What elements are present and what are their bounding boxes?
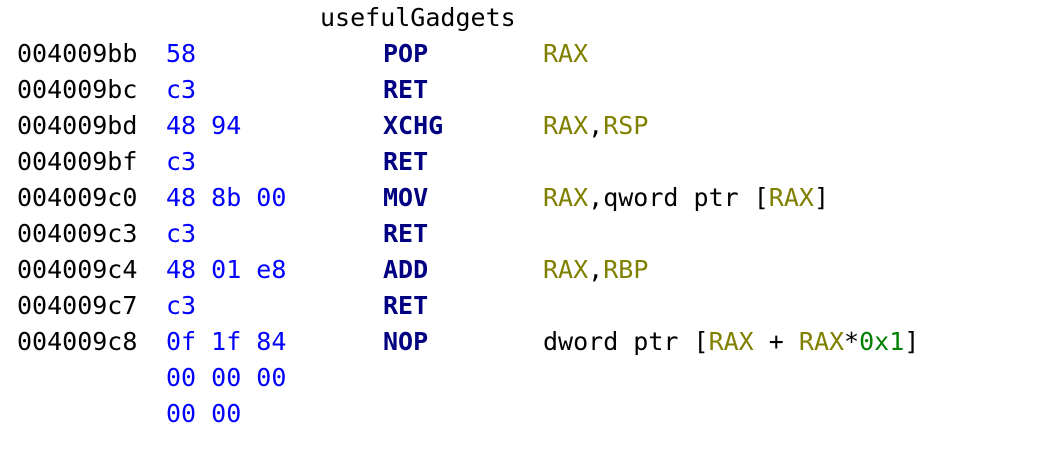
instruction-bytes[interactable]: 00 00: [166, 399, 242, 428]
instruction-mnemonic[interactable]: POP: [383, 39, 429, 68]
instruction-mnemonic[interactable]: RET: [383, 219, 429, 248]
listing-instruction-row[interactable]: 004009bf c3 RET: [0, 144, 1057, 180]
operand-token-plain[interactable]: ]: [904, 327, 920, 356]
instruction-address[interactable]: 004009bd: [17, 111, 138, 140]
instruction-bytes[interactable]: 48 94: [166, 111, 242, 140]
operand-token-reg[interactable]: RAX: [543, 39, 589, 68]
instruction-bytes[interactable]: 48 01 e8: [166, 255, 287, 284]
listing-label-row[interactable]: usefulGadgets: [0, 0, 1057, 36]
listing-bytes-continuation-row[interactable]: 00 00: [0, 396, 1057, 432]
instruction-bytes[interactable]: 00 00 00: [166, 363, 287, 392]
instruction-bytes[interactable]: 0f 1f 84: [166, 327, 287, 356]
instruction-mnemonic[interactable]: MOV: [383, 183, 429, 212]
instruction-mnemonic[interactable]: XCHG: [383, 111, 444, 140]
operand-token-reg[interactable]: RBP: [603, 255, 649, 284]
instruction-operands[interactable]: RAX,RBP: [543, 252, 648, 288]
operand-token-reg[interactable]: RSP: [603, 111, 649, 140]
instruction-bytes[interactable]: c3: [166, 219, 197, 248]
operand-token-reg[interactable]: RAX: [708, 327, 754, 356]
instruction-operands[interactable]: RAX,RSP: [543, 108, 648, 144]
listing-instruction-row[interactable]: 004009c7 c3 RET: [0, 288, 1057, 324]
instruction-operands[interactable]: dword ptr [RAX + RAX*0x1]: [543, 324, 919, 360]
listing-instruction-row[interactable]: 004009c0 48 8b 00 MOV RAX,qword ptr [RAX]: [0, 180, 1057, 216]
instruction-address[interactable]: 004009c0: [17, 183, 138, 212]
listing-bytes-continuation-row[interactable]: 00 00 00: [0, 360, 1057, 396]
instruction-bytes[interactable]: 58: [166, 39, 197, 68]
instruction-bytes[interactable]: 48 8b 00: [166, 183, 287, 212]
instruction-mnemonic[interactable]: NOP: [383, 327, 429, 356]
operand-token-punct[interactable]: ,: [588, 111, 604, 140]
operand-token-plain[interactable]: *: [844, 327, 860, 356]
instruction-address[interactable]: 004009c8: [17, 327, 138, 356]
listing-instruction-row[interactable]: 004009bb 58 POP RAX: [0, 36, 1057, 72]
instruction-bytes[interactable]: c3: [166, 75, 197, 104]
listing-instruction-row[interactable]: 004009c4 48 01 e8 ADD RAX,RBP: [0, 252, 1057, 288]
instruction-mnemonic[interactable]: ADD: [383, 255, 429, 284]
operand-token-plain[interactable]: ]: [813, 183, 829, 212]
instruction-address[interactable]: 004009c3: [17, 219, 138, 248]
operand-token-reg[interactable]: RAX: [543, 111, 589, 140]
operand-token-reg[interactable]: RAX: [543, 255, 589, 284]
listing-instruction-row[interactable]: 004009bd 48 94 XCHG RAX,RSP: [0, 108, 1057, 144]
operand-token-plain[interactable]: ,qword ptr [: [588, 183, 769, 212]
listing-instruction-row[interactable]: 004009c3 c3 RET: [0, 216, 1057, 252]
instruction-operands[interactable]: RAX: [543, 36, 588, 72]
instruction-address[interactable]: 004009bf: [17, 147, 138, 176]
instruction-address[interactable]: 004009c7: [17, 291, 138, 320]
operand-token-reg[interactable]: RAX: [768, 183, 814, 212]
instruction-address[interactable]: 004009bb: [17, 39, 138, 68]
instruction-bytes[interactable]: c3: [166, 147, 197, 176]
operand-token-num[interactable]: 0x1: [859, 327, 905, 356]
instruction-address[interactable]: 004009c4: [17, 255, 138, 284]
instruction-mnemonic[interactable]: RET: [383, 291, 429, 320]
instruction-address[interactable]: 004009bc: [17, 75, 138, 104]
operand-token-plain[interactable]: +: [753, 327, 799, 356]
operand-token-plain[interactable]: dword ptr [: [543, 327, 709, 356]
instruction-operands[interactable]: RAX,qword ptr [RAX]: [543, 180, 829, 216]
instruction-mnemonic[interactable]: RET: [383, 147, 429, 176]
operand-token-reg[interactable]: RAX: [543, 183, 589, 212]
instruction-mnemonic[interactable]: RET: [383, 75, 429, 104]
listing-instruction-row[interactable]: 004009bc c3 RET: [0, 72, 1057, 108]
operand-token-reg[interactable]: RAX: [798, 327, 845, 356]
function-label[interactable]: usefulGadgets: [320, 3, 516, 32]
instruction-bytes[interactable]: c3: [166, 291, 197, 320]
operand-token-punct[interactable]: ,: [588, 255, 604, 284]
